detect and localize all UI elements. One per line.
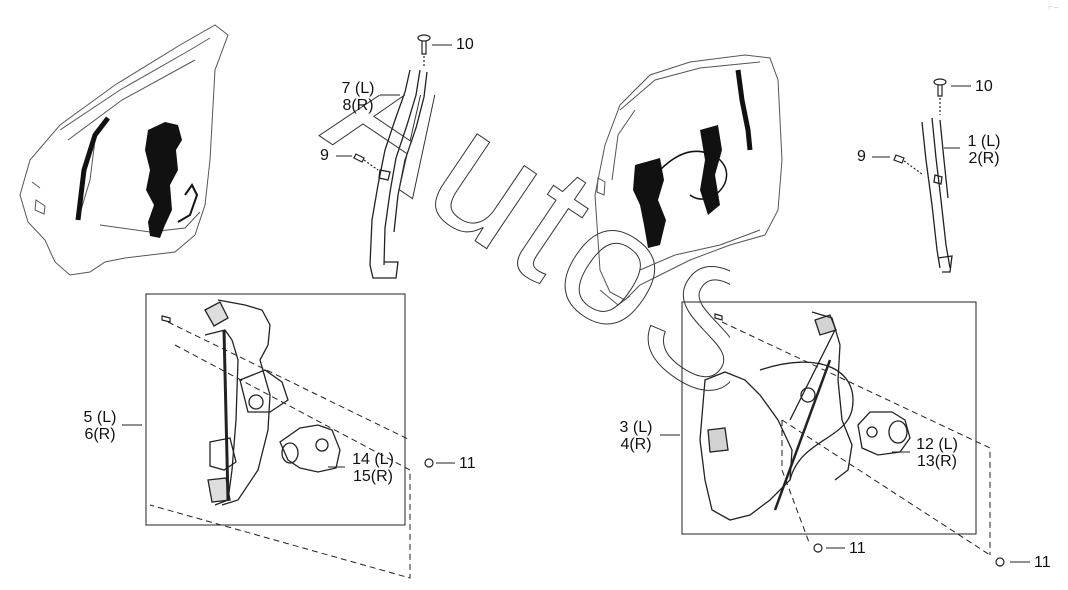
callout-4-label: 4(R) bbox=[620, 436, 652, 453]
callout-1-label: 1 (L) bbox=[967, 133, 1001, 150]
right-door-panel bbox=[594, 54, 783, 306]
callout-5-label: 5 (L) bbox=[83, 409, 117, 426]
right-regulator-dashed-guides bbox=[721, 321, 991, 556]
left-door-panel bbox=[19, 24, 229, 276]
callout-1-2: 1 (L) 2(R) bbox=[962, 133, 1006, 167]
left-regulator-dashed-guides bbox=[145, 294, 411, 579]
callout-14-label: 14 (L) bbox=[352, 451, 394, 468]
left-glass-run-channel bbox=[369, 69, 428, 279]
callout-9-right: 9 bbox=[857, 148, 866, 165]
left-door-seal-strip bbox=[75, 116, 110, 221]
callout-8-label: 8(R) bbox=[342, 97, 374, 114]
right-glass-run-channel bbox=[921, 117, 953, 273]
left-door-regulator-silhouette bbox=[145, 122, 199, 238]
callout-12-13: 12 (L) 13(R) bbox=[912, 436, 962, 470]
callout-14-15: 14 (L) 15(R) bbox=[348, 451, 398, 485]
right-window-regulator bbox=[699, 311, 854, 521]
callout-11-left: 11 bbox=[459, 455, 476, 472]
callout-3-label: 3 (L) bbox=[619, 419, 653, 436]
corner-mark: ⌐ ‒ bbox=[1048, 4, 1058, 11]
callout-13-label: 13(R) bbox=[916, 453, 957, 470]
left-window-regulator bbox=[204, 299, 289, 506]
callout-15-label: 15(R) bbox=[352, 468, 393, 485]
callout-10-top: 10 bbox=[456, 36, 474, 53]
callout-6-label: 6(R) bbox=[84, 426, 116, 443]
callout-10-right: 10 bbox=[975, 78, 993, 95]
right-regulator-motor bbox=[857, 411, 911, 456]
screw-9-right bbox=[893, 154, 923, 175]
callout-12-label: 12 (L) bbox=[916, 436, 958, 453]
callout-11-right: 11 bbox=[1034, 554, 1051, 571]
callout-7-label: 7 (L) bbox=[341, 80, 375, 97]
right-regulator-frame bbox=[681, 301, 977, 535]
screw-10-right bbox=[933, 78, 947, 115]
callout-2-label: 2(R) bbox=[968, 150, 1000, 167]
left-regulator-frame bbox=[145, 293, 406, 526]
screw-10-left bbox=[417, 34, 431, 66]
left-regulator-motor bbox=[279, 424, 341, 473]
callout-3-4: 3 (L) 4(R) bbox=[614, 419, 658, 453]
callout-5-6: 5 (L) 6(R) bbox=[78, 409, 122, 443]
screw-9-left bbox=[353, 153, 379, 171]
callout-9-left: 9 bbox=[320, 147, 329, 164]
callout-7-8: 7 (L) 8(R) bbox=[336, 80, 380, 114]
callout-11-mid: 11 bbox=[849, 540, 866, 557]
right-door-regulator-silhouette bbox=[633, 125, 728, 248]
right-screw-markers bbox=[714, 313, 1005, 567]
right-door-seal-strip bbox=[735, 69, 753, 151]
callout-leader-lines bbox=[122, 44, 1030, 563]
left-screw-markers bbox=[161, 315, 434, 468]
